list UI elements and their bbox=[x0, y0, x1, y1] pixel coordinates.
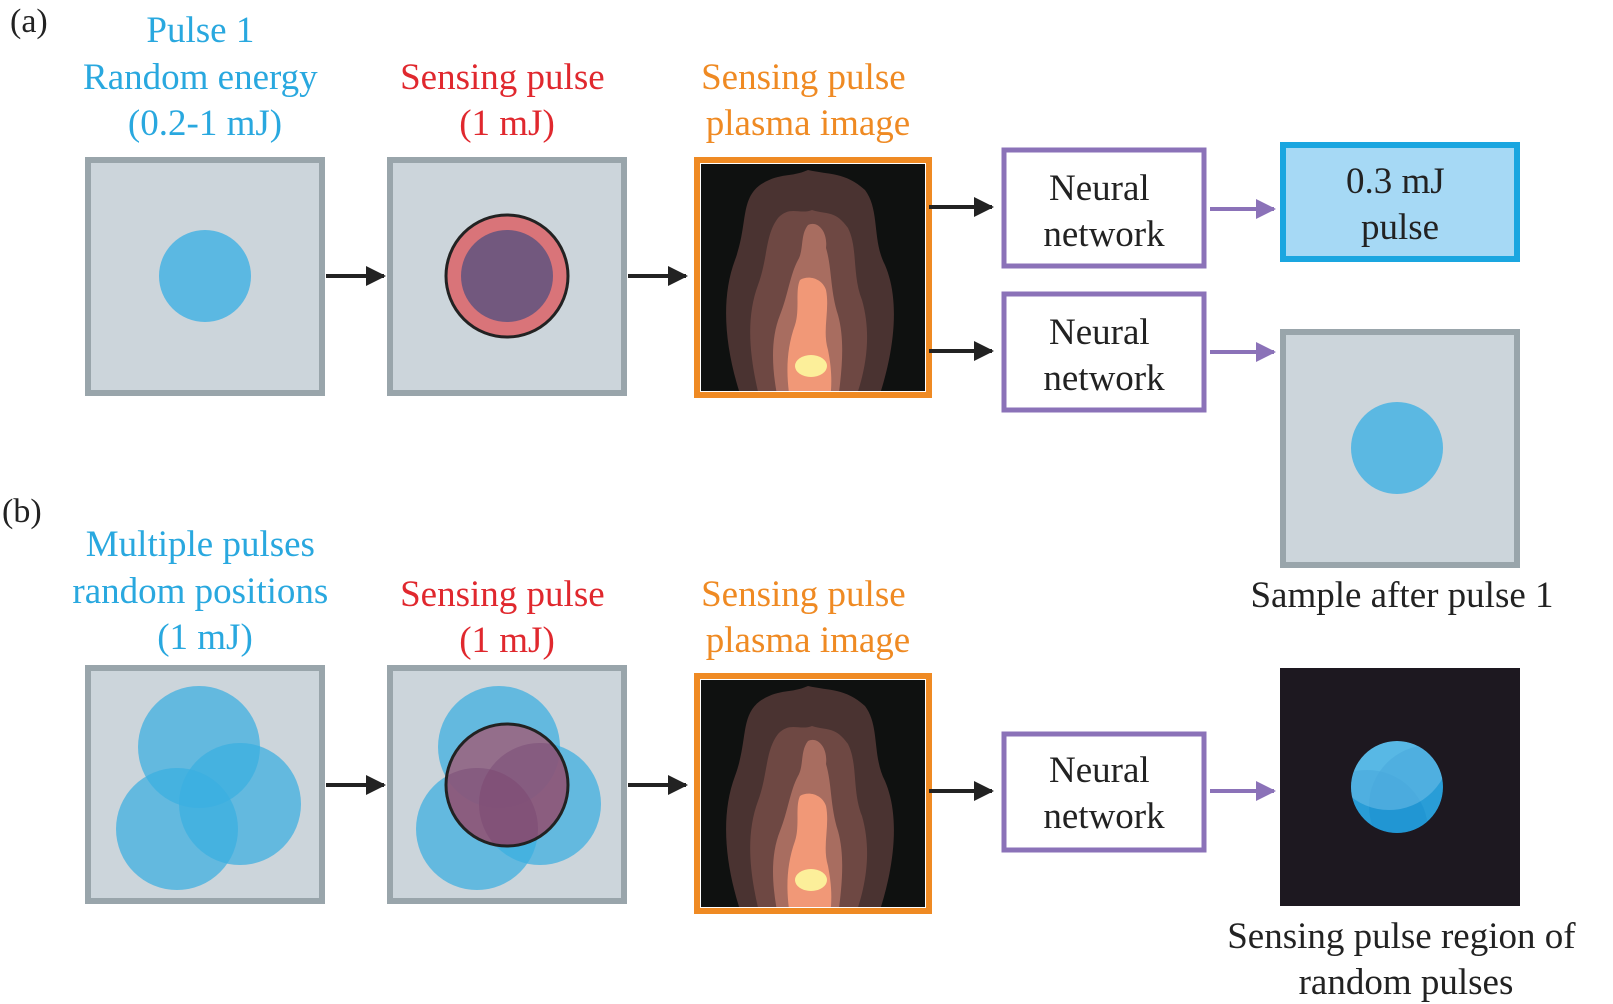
b-sensing-overlay bbox=[446, 724, 568, 846]
b-plasma-title: Sensing pulse plasma image bbox=[701, 574, 915, 661]
a-energy-output bbox=[1280, 142, 1520, 262]
a-neural-network-1 bbox=[1001, 147, 1207, 269]
a-input-title: Pulse 1 Random energy (0.2-1 mJ) bbox=[83, 10, 327, 144]
b-sensing-title: Sensing pulse (1 mJ) bbox=[400, 574, 614, 661]
b-plasma-image bbox=[694, 673, 932, 914]
b-input-title: Multiple pulses random positions (1 mJ) bbox=[72, 524, 337, 658]
b-random-pulses bbox=[116, 686, 301, 890]
a-plasma-title: Sensing pulse plasma image bbox=[701, 57, 915, 144]
a-nn1-label: Neural network bbox=[1043, 168, 1165, 255]
a-neural-network-2 bbox=[1001, 291, 1207, 413]
a-sensing-core bbox=[461, 230, 553, 322]
a-nn2-label: Neural network bbox=[1043, 312, 1165, 399]
b-nn-label: Neural network bbox=[1043, 750, 1165, 837]
a-sample-after-spot bbox=[1351, 402, 1443, 494]
a-sample-caption: Sample after pulse 1 bbox=[1250, 575, 1553, 616]
b-sensing-ring bbox=[444, 722, 570, 848]
a-pulse-spot bbox=[159, 230, 251, 322]
panel-a-label: (a) bbox=[10, 3, 48, 40]
b-neural-network bbox=[1001, 731, 1207, 853]
a-plasma-image bbox=[694, 157, 932, 398]
b-region-caption: Sensing pulse region of random pulses bbox=[1227, 916, 1585, 1003]
panel-b-label: (b) bbox=[2, 493, 42, 530]
a-energy-output-label: 0.3 mJ pulse bbox=[1346, 161, 1454, 248]
a-sensing-title: Sensing pulse (1 mJ) bbox=[400, 57, 614, 144]
